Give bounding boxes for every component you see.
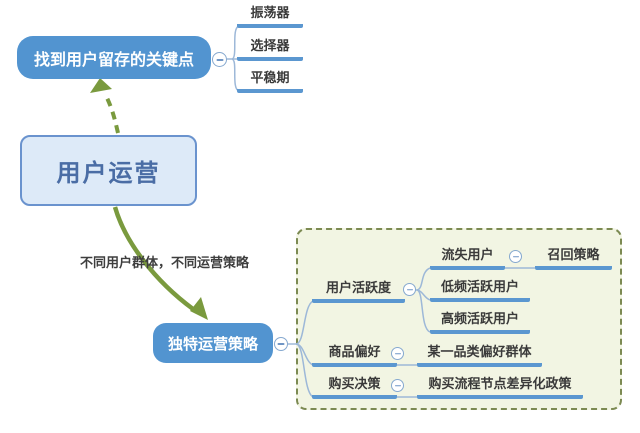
topic-purchase-decision[interactable]: 购买决策	[312, 376, 397, 399]
solid-arrow-head-icon	[190, 297, 208, 320]
topic-user-activity[interactable]: 用户活跃度	[312, 280, 405, 303]
strategy-group-boundary	[296, 228, 622, 410]
collapse-icon[interactable]	[509, 250, 522, 263]
dashed-arrow-line	[103, 93, 120, 134]
topic-category-preference-group[interactable]: 某一品类偏好群体	[417, 344, 542, 367]
topic-purchase-node-policy[interactable]: 购买流程节点差异化政策	[417, 376, 583, 399]
collapse-icon[interactable]	[212, 52, 227, 67]
edge-label: 不同用户群体，不同运营策略	[80, 255, 250, 270]
node-root-user-operations[interactable]: 用户运营	[20, 135, 197, 206]
relationship-arrows	[90, 78, 208, 320]
collapse-icon[interactable]	[403, 283, 416, 296]
topic-plateau[interactable]: 平稳期	[237, 70, 303, 93]
topic-product-preference[interactable]: 商品偏好	[312, 344, 397, 367]
collapse-icon[interactable]	[391, 379, 404, 392]
solid-arrow-line	[112, 206, 195, 311]
node-retention-keypoints[interactable]: 找到用户留存的关键点	[17, 36, 211, 79]
node-unique-strategy[interactable]: 独特运营策略	[153, 323, 273, 363]
topic-oscillator[interactable]: 振荡器	[237, 5, 303, 28]
collapse-icon[interactable]	[274, 337, 288, 351]
topic-recall-strategy[interactable]: 召回策略	[535, 247, 612, 270]
topic-high-freq-users[interactable]: 高频活跃用户	[430, 311, 530, 334]
collapse-icon[interactable]	[391, 347, 404, 360]
topic-churned-users[interactable]: 流失用户	[430, 247, 505, 270]
dashed-arrow-head-icon	[90, 78, 112, 93]
topic-selector[interactable]: 选择器	[237, 38, 303, 61]
topic-low-freq-users[interactable]: 低频活跃用户	[430, 279, 530, 302]
